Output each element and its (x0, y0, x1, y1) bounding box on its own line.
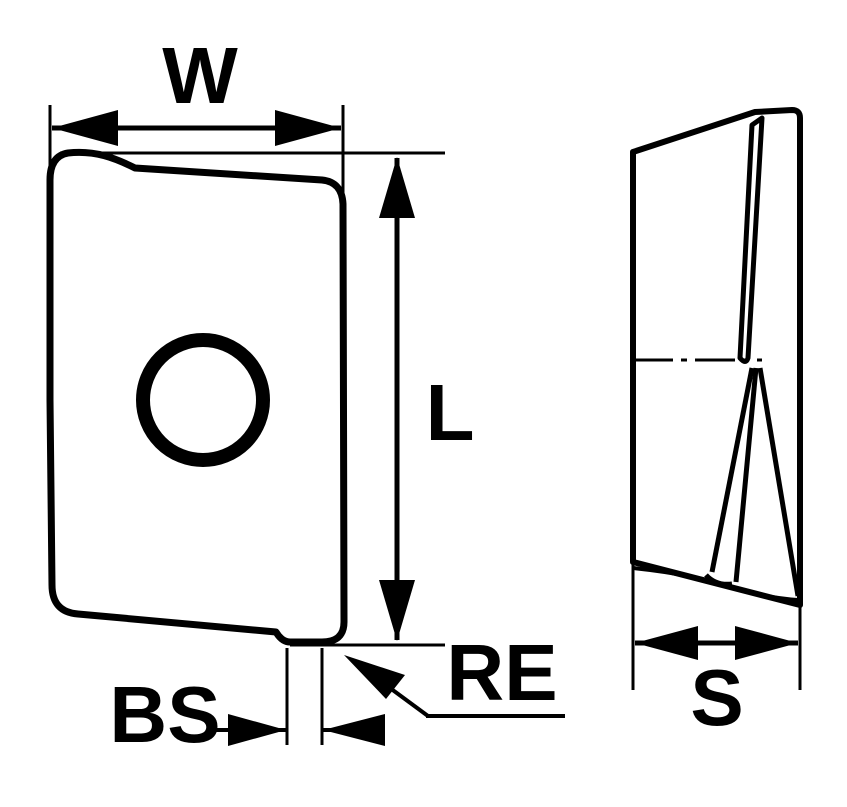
l-arrow-bottom (379, 580, 415, 641)
side-right-bevel-line (733, 367, 759, 583)
center-hole (136, 333, 270, 467)
w-arrow-right (275, 110, 341, 146)
re-label: RE (446, 628, 557, 717)
bs-arrow-right (323, 714, 385, 746)
insert-front-outline (46, 148, 348, 646)
bs-label: BS (109, 670, 220, 759)
side-bottom-detail (632, 566, 799, 602)
s-arrow-right (735, 626, 798, 660)
s-arrow-left (635, 626, 698, 660)
re-arrow (344, 655, 405, 699)
bs-arrow-left (228, 714, 286, 746)
w-label: W (162, 31, 238, 120)
side-left-bevel-line (709, 367, 755, 573)
l-label: L (426, 368, 475, 457)
s-label: S (690, 653, 743, 742)
side-outer-bevel-line (757, 367, 801, 597)
l-arrow-top (379, 157, 415, 218)
side-bottom-notch (704, 573, 733, 587)
insert-side-outline (630, 107, 803, 608)
w-arrow-left (52, 110, 118, 146)
side-upper-rib (737, 115, 765, 364)
